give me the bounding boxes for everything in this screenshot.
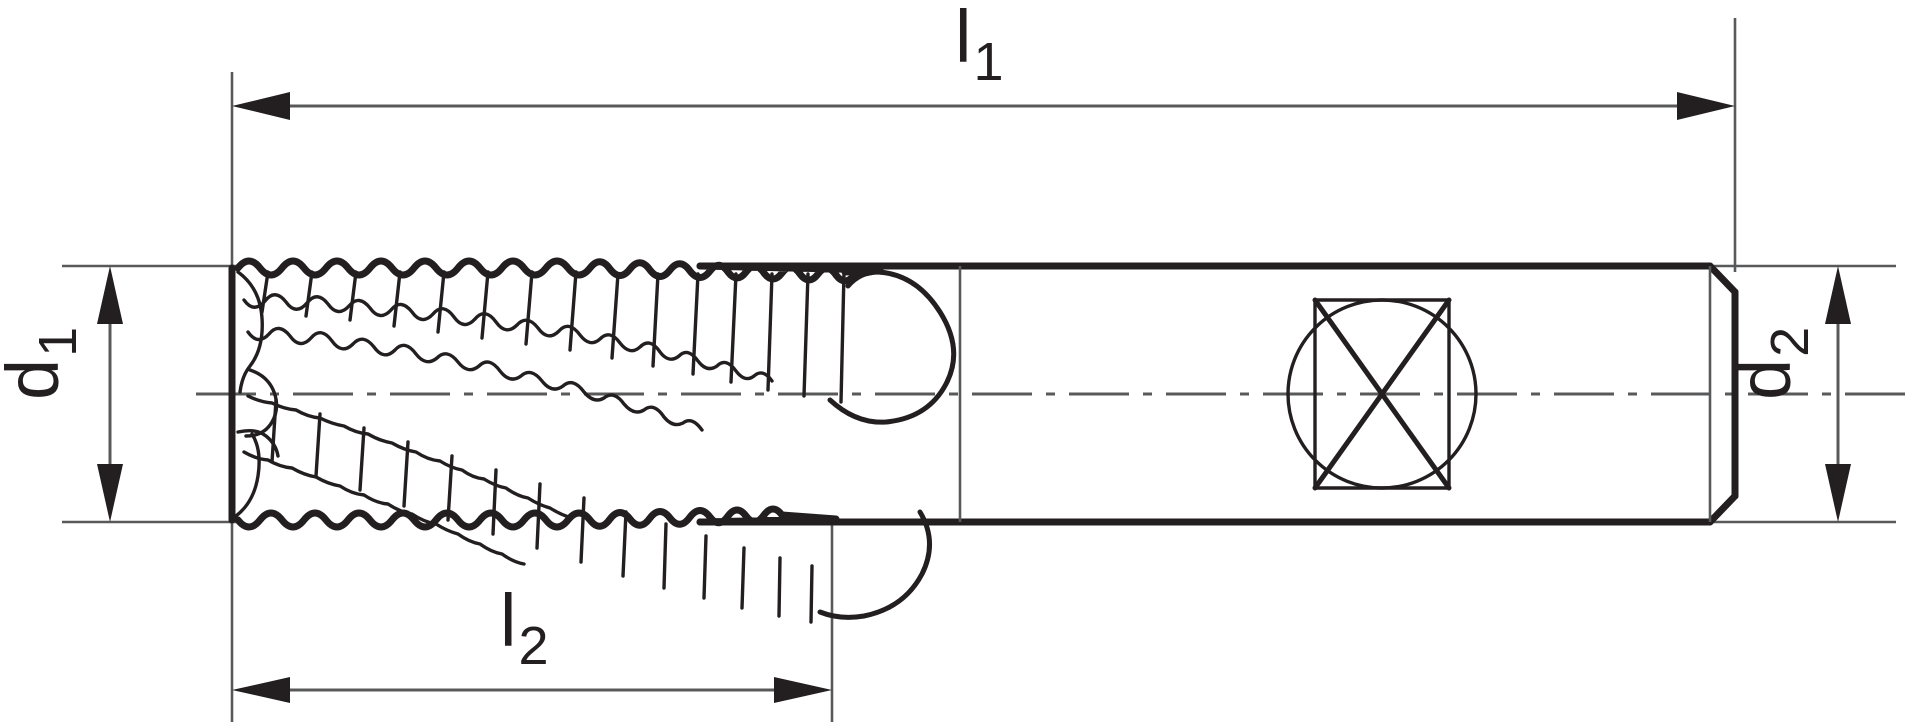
flute-upper-rear-edge xyxy=(246,326,704,432)
flute-lower-tooth-separators xyxy=(270,398,814,624)
dimension-d1-label: d1 xyxy=(0,327,88,400)
cylindrical-shank xyxy=(696,262,1739,526)
flute-runout-lobe-lower xyxy=(817,509,933,620)
weldon-flat-symbol xyxy=(1286,297,1478,491)
dimension-l1-label: l1 xyxy=(955,0,1004,92)
dimension-d2-arrow-top xyxy=(1825,266,1851,324)
dimension-d1: d1 xyxy=(0,266,123,522)
extension-lines xyxy=(62,18,1896,722)
dimension-l1-arrow-left xyxy=(232,92,290,120)
dimension-d2-label: d2 xyxy=(1723,327,1820,400)
flute-runout-lobe-upper xyxy=(827,269,957,425)
flute-to-shank-top-connector xyxy=(841,266,884,276)
dimension-l2-arrow-left xyxy=(232,677,290,703)
weldon-diagonal-2-icon xyxy=(1312,297,1452,491)
dimension-d2-arrow-bottom xyxy=(1825,464,1851,522)
flute-top-serrated-envelope xyxy=(234,257,884,285)
dimension-l2-label: l2 xyxy=(500,579,549,676)
dimension-d1-arrow-bottom xyxy=(97,464,123,522)
flute-tip-chip-pocket-2 xyxy=(236,428,280,458)
weldon-square-icon xyxy=(1313,298,1451,490)
dimension-d2: d2 xyxy=(1723,266,1851,522)
flute-lower-rear-edge xyxy=(242,450,526,566)
dimension-l2: l2 xyxy=(232,579,832,703)
dimension-d1-arrow-top xyxy=(97,266,123,324)
dimension-l1: l1 xyxy=(232,0,1735,120)
dimension-l2-arrow-right xyxy=(774,677,832,703)
flute-upper-tooth-separators xyxy=(260,270,846,404)
flute-bottom-serrated-envelope xyxy=(234,505,840,531)
flute-tip-gash-lower xyxy=(234,432,261,518)
flute-lower-front-edge xyxy=(246,394,574,520)
shank-chamfer-top xyxy=(1706,262,1739,296)
flute-tip-gash-upper xyxy=(236,270,264,394)
dimension-l1-arrow-right xyxy=(1677,92,1735,120)
shank-chamfer-bottom xyxy=(1706,492,1739,526)
serrated-flute-head xyxy=(228,257,957,624)
